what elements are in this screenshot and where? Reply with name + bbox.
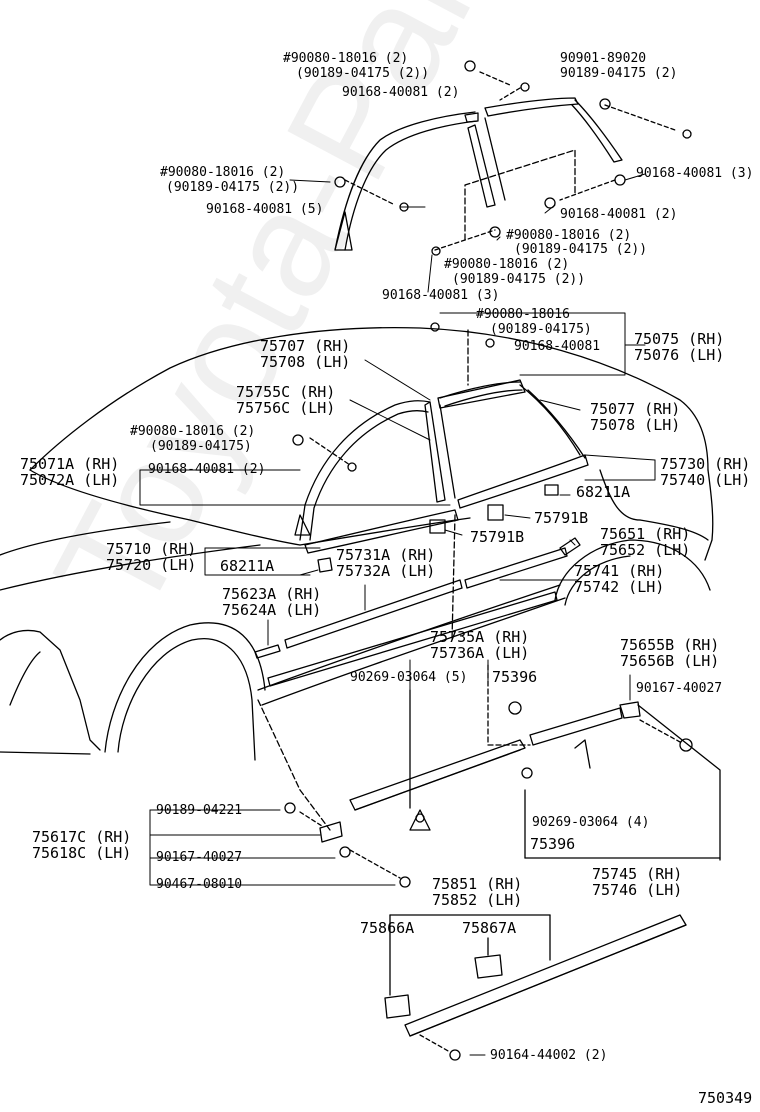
label-75651: 75651 (RH) <box>600 525 691 543</box>
label-75078: 75078 (LH) <box>590 416 681 434</box>
label-68211a-b: 68211A <box>220 557 275 575</box>
front-door-frame <box>294 400 459 554</box>
lower-molding-assembly <box>257 664 721 888</box>
label-90467-08010: 90467-08010 <box>156 877 243 892</box>
label-75851: 75851 (RH) <box>432 875 523 893</box>
label-90189-04175-g: (90189-04175) <box>150 439 252 454</box>
label-75624a: 75624A (LH) <box>222 601 322 619</box>
label-75076: 75076 (LH) <box>634 346 725 364</box>
label-90189-04175-e: (90189-04175 (2)) <box>452 272 586 287</box>
label-90168-40081-e: 90168-40081 (3) <box>382 288 500 303</box>
label-75745: 75745 (RH) <box>592 865 683 883</box>
label-75736a: 75736A (LH) <box>430 644 530 662</box>
label-75732a: 75732A (LH) <box>336 562 436 580</box>
label-75710: 75710 (RH) <box>106 540 197 558</box>
label-75623a: 75623A (RH) <box>222 585 322 603</box>
label-75396-b: 75396 <box>530 835 576 853</box>
label-75791b-b: 75791B <box>470 528 525 546</box>
label-75720: 75720 (LH) <box>106 556 197 574</box>
label-90189-04175-b: 90189-04175 (2) <box>560 66 678 81</box>
label-90901-89020: 90901-89020 <box>560 51 647 66</box>
label-75731a: 75731A (RH) <box>336 546 436 564</box>
label-90167-40027-b: 90167-40027 <box>156 850 243 865</box>
label-90080-18016-d: #90080-18016 (2) <box>444 257 570 272</box>
label-90168-40081-b: 90168-40081 (5) <box>206 202 324 217</box>
label-75735a: 75735A (RH) <box>430 628 530 646</box>
label-90168-40081-g: 90168-40081 (2) <box>148 462 266 477</box>
label-75746: 75746 (LH) <box>592 881 683 899</box>
label-75742: 75742 (LH) <box>574 578 665 596</box>
label-90080-18016-c: #90080-18016 (2) <box>506 228 632 243</box>
label-75866a: 75866A <box>360 919 415 937</box>
label-75655b: 75655B (RH) <box>620 636 720 654</box>
label-90269-03064-b: 90269-03064 (4) <box>532 815 650 830</box>
label-90189-04175-a: (90189-04175 (2)) <box>296 66 430 81</box>
label-75740: 75740 (LH) <box>660 471 751 489</box>
label-75617c: 75617C (RH) <box>32 828 132 846</box>
label-75075: 75075 (RH) <box>634 330 725 348</box>
label-90189-04221: 90189-04221 <box>156 803 243 818</box>
label-75071a: 75071A (RH) <box>20 455 120 473</box>
label-90164-44002: 90164-44002 (2) <box>490 1048 608 1063</box>
label-68211a-a: 68211A <box>576 483 631 501</box>
label-75072a: 75072A (LH) <box>20 471 120 489</box>
label-75852: 75852 (LH) <box>432 891 523 909</box>
label-90080-18016-e: #90080-18016 <box>476 307 570 322</box>
label-90168-40081-c: 90168-40081 (3) <box>636 166 754 181</box>
label-90189-04175-d: (90189-04175 (2)) <box>514 242 648 257</box>
label-90189-04175-f: (90189-04175) <box>490 322 592 337</box>
label-75077: 75077 (RH) <box>590 400 681 418</box>
leader-lines <box>139 173 656 1056</box>
label-75396-a: 75396 <box>492 668 538 686</box>
label-75791b-a: 75791B <box>534 509 589 527</box>
label-90168-40081-a: 90168-40081 (2) <box>342 85 460 100</box>
label-90168-40081-d: 90168-40081 (2) <box>560 207 678 222</box>
label-90189-04175-c: (90189-04175 (2)) <box>166 180 300 195</box>
bottom-molding <box>384 914 687 1061</box>
label-75652: 75652 (LH) <box>600 541 691 559</box>
label-75756c: 75756C (LH) <box>236 399 336 417</box>
label-75708: 75708 (LH) <box>260 353 351 371</box>
label-75656b: 75656B (LH) <box>620 652 720 670</box>
label-90269-03064-a: 90269-03064 (5) <box>350 670 468 685</box>
diagram-number: 750349 <box>698 1089 753 1107</box>
mid-clips <box>292 322 559 573</box>
label-75618c: 75618C (LH) <box>32 844 132 862</box>
side-moldings <box>254 537 581 687</box>
label-90168-40081-f: 90168-40081 <box>514 339 601 354</box>
label-75730: 75730 (RH) <box>660 455 751 473</box>
rear-door-frame <box>437 379 589 509</box>
label-75867a: 75867A <box>462 919 517 937</box>
upper-frame-assembly <box>334 60 692 256</box>
label-75755c: 75755C (RH) <box>236 383 336 401</box>
label-90080-18016-f: #90080-18016 (2) <box>130 424 256 439</box>
label-90080-18016-a: #90080-18016 (2) <box>283 51 409 66</box>
label-90167-40027-a: 90167-40027 <box>636 681 723 696</box>
label-75741: 75741 (RH) <box>574 562 665 580</box>
label-90080-18016-b: #90080-18016 (2) <box>160 165 286 180</box>
label-75707: 75707 (RH) <box>260 337 351 355</box>
